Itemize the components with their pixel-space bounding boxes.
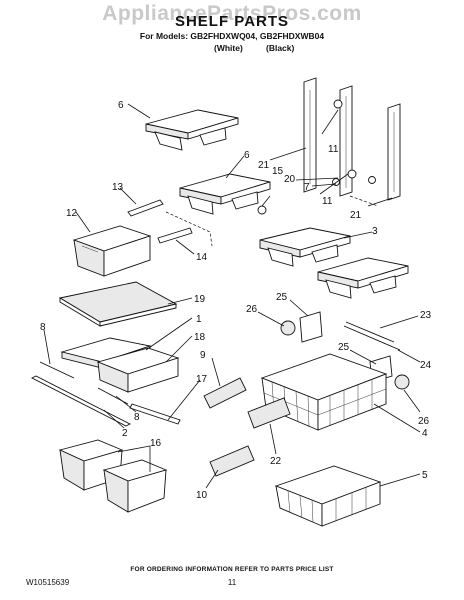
callout-7: 7 <box>304 182 310 193</box>
callout-6-upper: 6 <box>118 100 124 111</box>
callout-21-left: 21 <box>258 160 270 171</box>
callout-2: 2 <box>122 428 128 439</box>
ordering-note: FOR ORDERING INFORMATION REFER TO PARTS … <box>130 566 334 573</box>
callout-26-right: 26 <box>418 416 430 427</box>
bracket-part-14 <box>157 227 193 244</box>
callout-15: 15 <box>272 166 284 177</box>
slide-part-8-left <box>39 361 75 379</box>
callout-26-left: 26 <box>246 304 258 315</box>
callout-11-lower: 11 <box>322 196 333 207</box>
page-number: 11 <box>227 578 237 587</box>
assembly-hint-line-2 <box>349 195 379 207</box>
screw-part-7-right <box>368 176 376 184</box>
leader-lines <box>43 103 421 489</box>
callout-3: 3 <box>372 226 378 237</box>
wire-basket-part-4 <box>260 353 388 431</box>
callout-18: 18 <box>194 332 206 343</box>
color-white-label: (White) <box>214 43 243 53</box>
callout-13: 13 <box>112 182 124 193</box>
rail-part-2 <box>31 375 131 427</box>
callout-23: 23 <box>420 310 432 321</box>
crisper-bin-part-16-right <box>102 459 168 513</box>
shelf-part-3-lower <box>317 257 409 299</box>
callout-5: 5 <box>422 470 428 481</box>
screw-part-11-lower <box>347 169 357 179</box>
callout-25-left: 25 <box>276 292 288 303</box>
callout-20: 20 <box>284 174 296 185</box>
glass-shelf-part-19 <box>58 281 178 327</box>
crisper-cover-part-1 <box>96 347 180 393</box>
shelf-part-3-upper <box>259 227 351 267</box>
callout-11-upper: 11 <box>328 144 339 155</box>
callout-8-left: 8 <box>40 322 46 333</box>
endcap-part-10 <box>209 445 255 477</box>
shelf-rail-21-left <box>303 77 317 193</box>
assembly-hint-line <box>165 211 213 247</box>
callouts: 1 2 3 4 5 6 6 7 8 8 9 10 11 11 12 13 14 … <box>40 100 432 501</box>
callout-16: 16 <box>150 438 162 449</box>
callout-9: 9 <box>200 350 206 361</box>
document-id: W10515639 <box>26 578 70 587</box>
callout-12: 12 <box>66 208 78 219</box>
callout-10: 10 <box>196 490 208 501</box>
callout-1: 1 <box>196 314 202 325</box>
bracket-part-25-left <box>299 311 323 343</box>
screw-part-11-upper <box>333 99 343 109</box>
color-black-label: (Black) <box>266 43 295 53</box>
models-line: For Models: GB2FHDXWQ04, GB2FHDXWB04 <box>139 31 325 41</box>
endcap-part-22 <box>247 397 291 429</box>
callout-24: 24 <box>420 360 432 371</box>
callout-25-right: 25 <box>338 342 350 353</box>
roller-part-26-left <box>280 320 296 336</box>
rod-part-23 <box>345 321 395 343</box>
callout-19: 19 <box>194 294 206 305</box>
callout-17: 17 <box>196 374 208 385</box>
callout-14: 14 <box>196 252 208 263</box>
rod-part-24 <box>343 325 401 351</box>
shelf-part-6-middle <box>179 173 271 215</box>
callout-8-right: 8 <box>134 412 140 423</box>
rail-part-17 <box>129 403 181 425</box>
shelf-rail-21-right <box>387 103 401 201</box>
wire-basket-part-5 <box>274 465 382 527</box>
shelf-rail-21-middle <box>339 85 353 197</box>
roller-part-26-right <box>394 374 410 390</box>
endcap-part-9 <box>203 377 247 409</box>
callout-4: 4 <box>422 428 428 439</box>
page-title: SHELF PARTS <box>174 13 290 30</box>
drawer-part-12 <box>72 225 152 277</box>
bracket-part-13 <box>127 199 164 217</box>
callout-21-right: 21 <box>350 210 362 221</box>
shelf-part-6-upper <box>145 109 239 151</box>
screw-part-15 <box>257 205 267 215</box>
watermark: AppliancePartsPros.com <box>102 2 362 25</box>
callout-22: 22 <box>270 456 282 467</box>
callout-6-middle: 6 <box>244 150 250 161</box>
